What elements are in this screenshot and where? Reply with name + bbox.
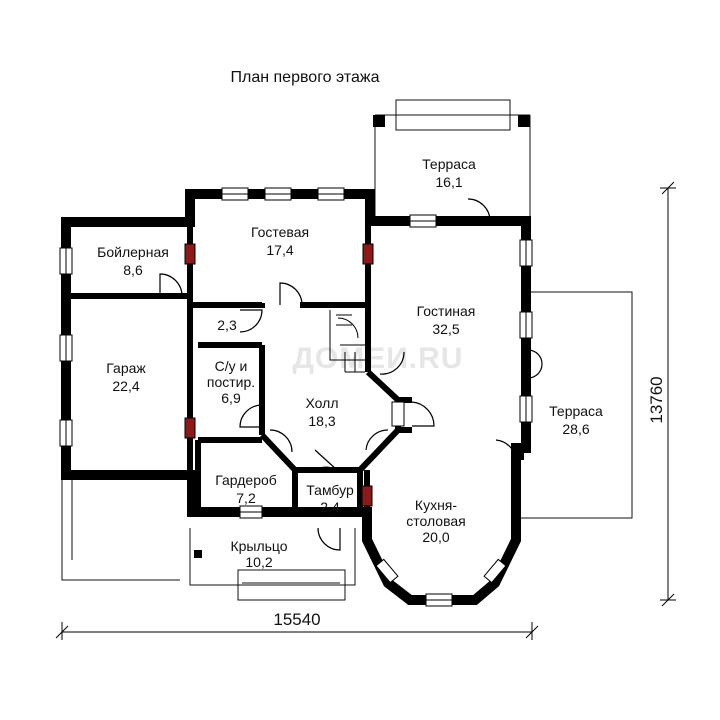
- room-bath-name2: постир.: [207, 374, 255, 390]
- room-guest-area: 17,4: [266, 242, 293, 258]
- room-wardrobe-area: 7,2: [236, 490, 256, 506]
- room-terrace-top-area: 16,1: [435, 174, 462, 190]
- dimension-width: 15540: [273, 610, 320, 629]
- plan-title: План первого этажа: [231, 69, 380, 86]
- doors: [159, 198, 543, 551]
- watermark: ДОМЕИ.RU: [293, 342, 464, 375]
- room-porch-name: Крыльцо: [230, 538, 287, 554]
- room-terrace-right-area: 28,6: [562, 421, 589, 437]
- room-bath-name: С/у и: [215, 358, 248, 374]
- room-kitchen-name: Кухня-: [415, 497, 457, 513]
- windows: [59, 187, 533, 607]
- room-kitchen-name2: столовая: [406, 513, 466, 529]
- walls: [61, 189, 531, 605]
- room-bath-area: 6,9: [221, 390, 241, 406]
- dimension-height: 13760: [647, 376, 666, 423]
- room-terrace-top-name: Терраса: [422, 156, 476, 172]
- dimension-lines: [55, 181, 676, 640]
- room-terrace-right-name: Терраса: [549, 403, 603, 419]
- room-hall-area: 18,3: [308, 413, 335, 429]
- room-boiler-name: Бойлерная: [97, 244, 169, 260]
- room-wardrobe-name: Гардероб: [215, 472, 277, 488]
- room-kitchen-area: 20,0: [422, 529, 449, 545]
- room-garage-area: 22,4: [112, 378, 139, 394]
- room-vestibule-area: 2,4: [320, 499, 340, 515]
- room-garage-name: Гараж: [106, 360, 146, 376]
- room-small-area: 2,3: [217, 317, 237, 333]
- room-vestibule-name: Тамбур: [306, 482, 354, 498]
- room-hall-name: Холл: [306, 395, 339, 411]
- room-porch-area: 10,2: [245, 554, 272, 570]
- room-living-name: Гостиная: [417, 303, 476, 319]
- staircase: [329, 310, 366, 373]
- accent-markers: [184, 243, 374, 507]
- room-boiler-area: 8,6: [123, 262, 143, 278]
- room-labels: Бойлерная 8,6 Гостевая 17,4 Терраса 16,1…: [97, 156, 603, 570]
- room-guest-name: Гостевая: [251, 224, 309, 240]
- room-living-area: 32,5: [432, 321, 459, 337]
